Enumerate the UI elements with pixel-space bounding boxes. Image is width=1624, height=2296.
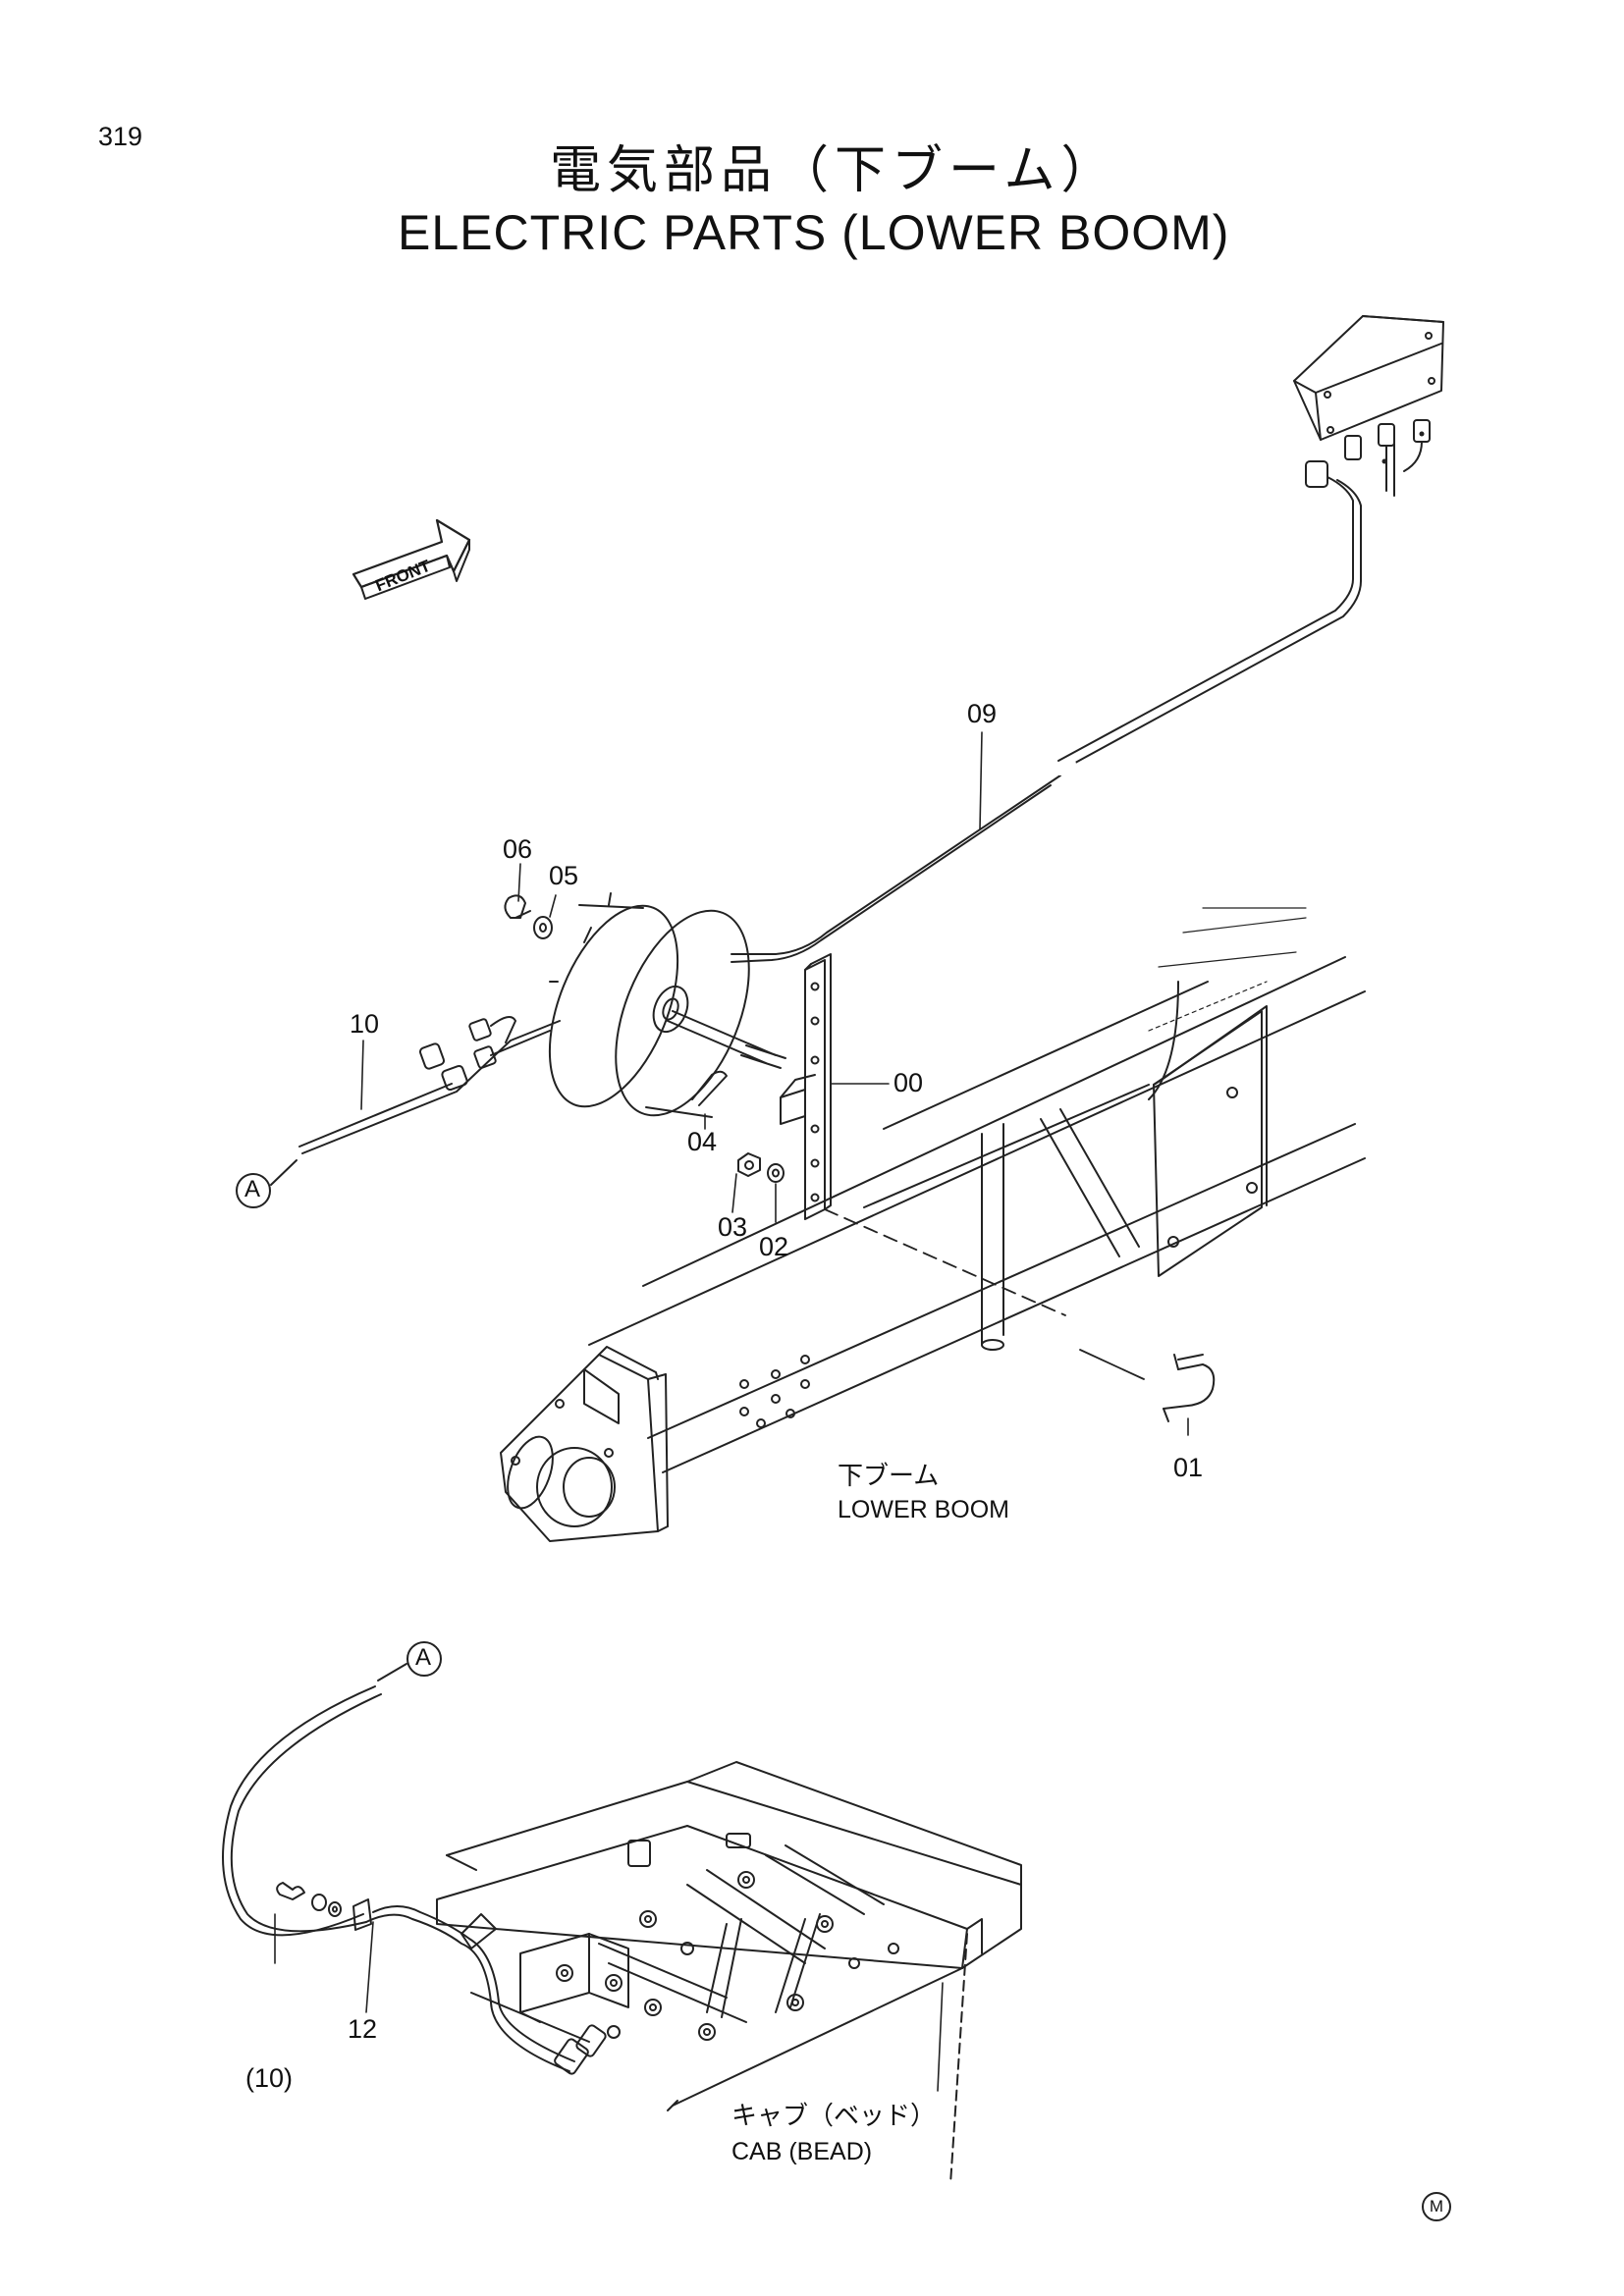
cab-label-ja: キャブ（ベッド）	[731, 2101, 937, 2130]
corner-mark: M	[1422, 2192, 1451, 2221]
front-arrow-icon	[352, 518, 471, 600]
callout-06: 06	[503, 834, 533, 864]
connector-a-letter-top: A	[244, 1176, 261, 1202]
lower-boom-label-en: LOWER BOOM	[838, 1496, 1010, 1523]
page-title-japanese: 電気部品（下ブーム）	[550, 142, 1118, 199]
nut-03	[737, 1152, 761, 1177]
callout-10: 10	[350, 1009, 380, 1039]
junction-box	[1293, 315, 1444, 497]
page-number: 319	[98, 122, 143, 151]
drum-shaft	[667, 1010, 786, 1069]
connector-a-mark-top	[236, 1159, 298, 1208]
harness-10-cab	[222, 1685, 607, 2075]
cable-reel	[548, 892, 750, 1118]
callout-03: 03	[718, 1212, 748, 1242]
washer-05	[533, 916, 553, 939]
page-title-english: ELECTRIC PARTS (LOWER BOOM)	[398, 205, 1230, 260]
leader-lines	[274, 731, 1189, 2013]
callout-04: 04	[687, 1127, 718, 1156]
harness-10	[298, 1016, 561, 1154]
callout-12: 12	[348, 2014, 378, 2044]
callout-00: 00	[893, 1068, 924, 1097]
mounting-bracket	[780, 953, 832, 1220]
washer-02	[767, 1163, 785, 1183]
cab-label-en: CAB (BEAD)	[731, 2138, 873, 2165]
callout-02: 02	[759, 1232, 789, 1261]
callout-05: 05	[549, 861, 579, 890]
connector-a-mark-bottom	[377, 1641, 442, 1682]
clip-06	[504, 894, 531, 919]
cab-frame	[436, 1761, 1022, 2185]
connector-a-letter-bottom: A	[415, 1644, 432, 1671]
callout-10-ref: (10)	[245, 2063, 294, 2093]
harness-09	[731, 460, 1362, 963]
lower-boom-label-ja: 下ブーム	[838, 1461, 940, 1490]
pin-04	[691, 1070, 728, 1106]
callout-01: 01	[1173, 1453, 1204, 1482]
callout-09: 09	[967, 699, 998, 728]
u-bolt-01	[1163, 1354, 1216, 1422]
lower-boom	[500, 907, 1366, 1542]
clamp-12	[276, 1882, 372, 1931]
